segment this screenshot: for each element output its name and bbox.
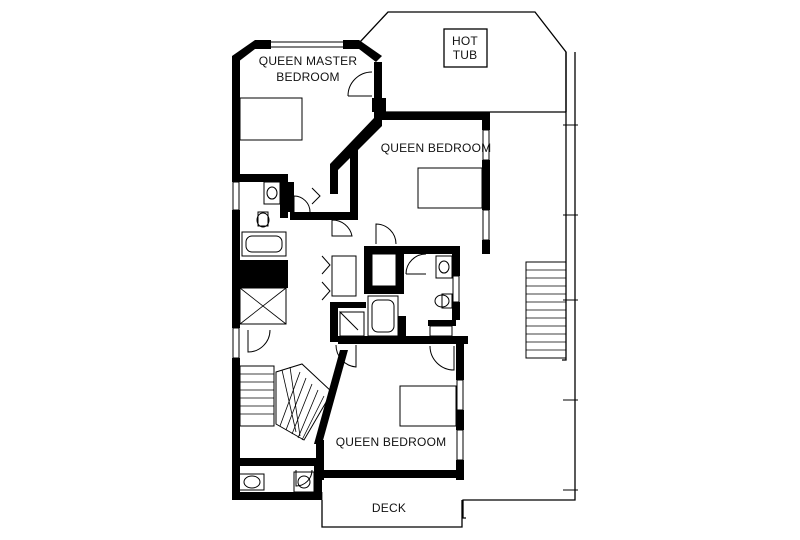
- hot-tub: [443, 28, 488, 68]
- beds: [239, 97, 483, 427]
- hot-tub-label-line2: TUB: [453, 48, 478, 62]
- exterior-stairs: [525, 261, 567, 359]
- interior-stairs: [239, 363, 333, 441]
- walls: [232, 40, 490, 500]
- hot-tub-label-line1: HOT: [452, 34, 478, 48]
- upper-bedroom-label: QUEEN BEDROOM: [381, 141, 492, 155]
- room-labels: QUEEN MASTER BEDROOM QUEEN BEDROOM QUEEN…: [259, 34, 492, 515]
- master-bedroom-label-line1: QUEEN MASTER: [259, 54, 358, 68]
- deck-outline: [321, 11, 578, 528]
- deck-label: DECK: [372, 501, 406, 515]
- lower-bedroom-label: QUEEN BEDROOM: [336, 435, 447, 449]
- fixtures: [237, 181, 453, 493]
- master-bedroom-label-line2: BEDROOM: [276, 70, 339, 84]
